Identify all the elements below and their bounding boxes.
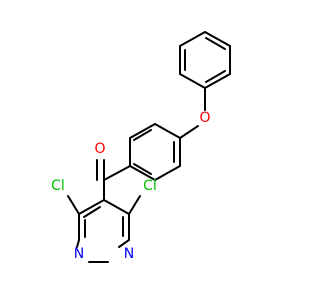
- bond: [129, 123, 156, 139]
- nitrogen-left-label: N: [74, 246, 84, 262]
- double-bond: [205, 37, 226, 50]
- phenyl-ring: [179, 31, 231, 89]
- oxygen-ether-label: O: [199, 110, 210, 126]
- bond: [67, 195, 80, 215]
- bond: [128, 195, 141, 215]
- bond: [78, 199, 105, 215]
- chlorine-right-label: Cl: [143, 178, 157, 194]
- bond: [103, 165, 131, 181]
- oxygen-ketone-label: O: [94, 141, 105, 157]
- bond: [103, 199, 130, 215]
- molecule-structure: O O Cl Cl N N: [51, 31, 231, 263]
- double-bond: [205, 70, 226, 83]
- double-bond: [133, 129, 152, 141]
- bond: [204, 31, 231, 47]
- benzene-ring: [129, 123, 181, 181]
- bond: [154, 165, 181, 181]
- double-bond: [83, 206, 101, 218]
- bond: [179, 31, 206, 47]
- bond: [154, 123, 181, 139]
- pyrimidine-ring: [76, 199, 130, 263]
- nitrogen-right-label: N: [124, 246, 134, 262]
- double-bond: [133, 163, 152, 175]
- bond: [179, 125, 199, 139]
- bond: [118, 239, 130, 248]
- bond: [129, 165, 156, 181]
- bond: [179, 73, 206, 89]
- bond: [76, 239, 80, 248]
- chlorine-left-label: Cl: [51, 178, 65, 194]
- bond: [204, 73, 231, 89]
